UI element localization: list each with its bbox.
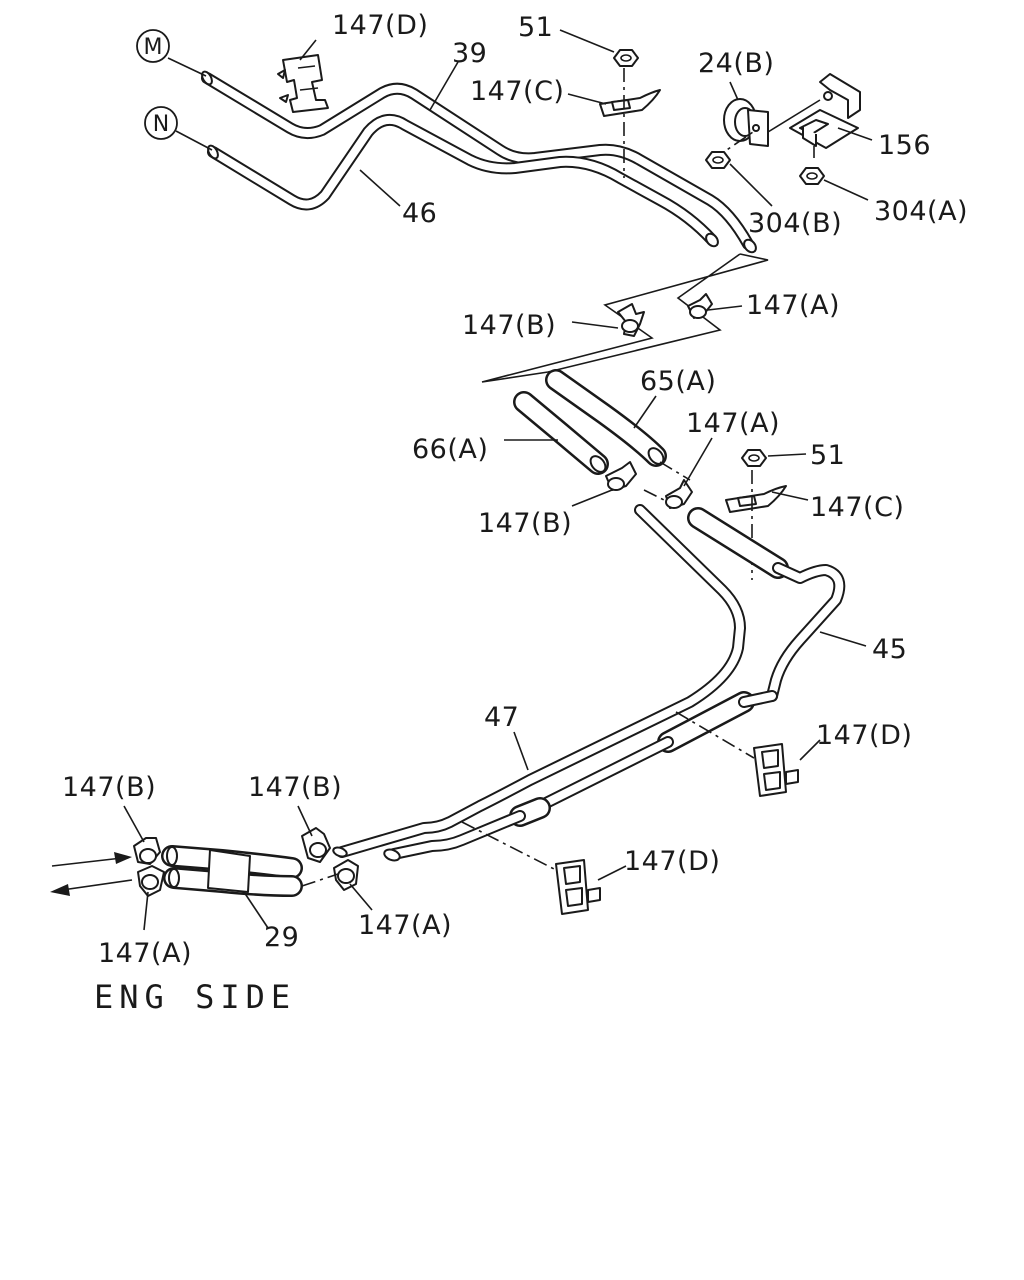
- pipe-46: [207, 113, 718, 246]
- pipe-end: [743, 238, 757, 254]
- clip-147c-top: [599, 89, 661, 117]
- pipe-end: [332, 846, 348, 858]
- hose-29: [161, 845, 303, 897]
- pipe-end: [383, 848, 401, 862]
- leader: [359, 169, 401, 207]
- clamp-147a-left: [137, 865, 165, 897]
- hose-66a: [513, 391, 609, 475]
- callout-147d-right: 147(D): [816, 720, 912, 751]
- guide-line: [301, 873, 339, 887]
- leader: [823, 179, 869, 201]
- grommet-24b: [723, 98, 769, 147]
- leader: [799, 739, 821, 761]
- hose-65a: [545, 369, 667, 467]
- clamp-147b-upper: [617, 303, 645, 337]
- clamp-147a-center: [333, 859, 359, 891]
- callout-39: 39: [452, 38, 487, 69]
- pipe-end: [705, 232, 719, 248]
- callout-304b: 304(B): [748, 208, 842, 239]
- callout-66a: 66(A): [412, 434, 488, 465]
- pipe-47: [336, 504, 746, 858]
- leader: [633, 395, 657, 429]
- clamp-147b-mid: [605, 461, 637, 491]
- callout-147b-upper: 147(B): [462, 310, 556, 341]
- clamp-147b-center: [301, 827, 331, 863]
- guide-line: [675, 711, 755, 759]
- leader: [597, 865, 627, 881]
- leader: [559, 29, 615, 53]
- callout-147c-mid: 147(C): [810, 492, 904, 523]
- leader: [143, 891, 149, 931]
- guide-line: [659, 461, 691, 481]
- callout-156: 156: [878, 130, 931, 161]
- callout-147b-mid: 147(B): [478, 508, 572, 539]
- leader: [299, 39, 317, 61]
- leader: [571, 321, 619, 329]
- leader: [771, 491, 809, 501]
- bracket-156: [789, 73, 861, 158]
- callout-24b: 24(B): [698, 48, 774, 79]
- clamp-147a-mid: [665, 479, 693, 509]
- leader: [513, 731, 529, 771]
- callout-47: 47: [484, 702, 519, 733]
- leader: [837, 127, 873, 141]
- clamp-147d-right: [753, 743, 799, 797]
- nut-304b: [705, 151, 731, 169]
- clamp-147b-left: [133, 837, 161, 865]
- leader: [707, 305, 743, 311]
- nut-51-mid: [741, 449, 767, 467]
- callout-147a-center: 147(A): [358, 910, 452, 941]
- callout-65a: 65(A): [640, 366, 716, 397]
- callout-29: 29: [264, 922, 299, 953]
- callout-147b-left: 147(B): [62, 772, 156, 803]
- leader: [729, 163, 773, 207]
- leader: [123, 805, 145, 843]
- leader: [729, 81, 739, 101]
- marker-m-label: M: [144, 35, 163, 60]
- guide-line: [461, 821, 557, 871]
- callout-304a: 304(A): [874, 196, 968, 227]
- leader: [297, 805, 313, 837]
- pipe-end: [207, 144, 219, 160]
- clip-147c-mid: [725, 485, 787, 513]
- pipe-39: [201, 72, 754, 250]
- nut-51-top: [613, 49, 639, 67]
- clamp-147d-bottom: [555, 859, 601, 915]
- nut-304a: [799, 167, 825, 185]
- flow-arrow-out: [50, 879, 133, 896]
- pipe-45: [388, 507, 846, 860]
- callout-46: 46: [402, 198, 437, 229]
- callout-147d-top: 147(D): [332, 10, 428, 41]
- clamp-147d-top: [277, 54, 329, 113]
- leader: [683, 437, 713, 487]
- callout-147d-bottom: 147(D): [624, 846, 720, 877]
- leader: [243, 891, 269, 929]
- leader: [567, 93, 607, 105]
- engine-side-label: ENG SIDE: [94, 978, 296, 1016]
- marker-m: M: [136, 29, 207, 77]
- callout-51-mid: 51: [810, 440, 845, 471]
- marker-n-label: N: [153, 112, 169, 137]
- leader: [349, 883, 373, 911]
- leader: [819, 631, 867, 647]
- marker-n: N: [144, 106, 213, 151]
- callout-147a-mid: 147(A): [686, 408, 780, 439]
- leader: [767, 453, 807, 457]
- callout-147b-center: 147(B): [248, 772, 342, 803]
- pipe-end: [201, 70, 213, 86]
- callout-45: 45: [872, 634, 907, 665]
- leader: [571, 489, 613, 507]
- guide-line: [643, 489, 665, 501]
- callout-51-top: 51: [518, 12, 553, 43]
- callout-147c-top: 147(C): [470, 76, 564, 107]
- clamp-147a-upper: [687, 293, 713, 319]
- guide-line: [767, 99, 821, 133]
- flow-arrow-in: [51, 852, 132, 867]
- callout-147a-left: 147(A): [98, 938, 192, 969]
- callout-147a-upper: 147(A): [746, 290, 840, 321]
- leader: [429, 61, 459, 111]
